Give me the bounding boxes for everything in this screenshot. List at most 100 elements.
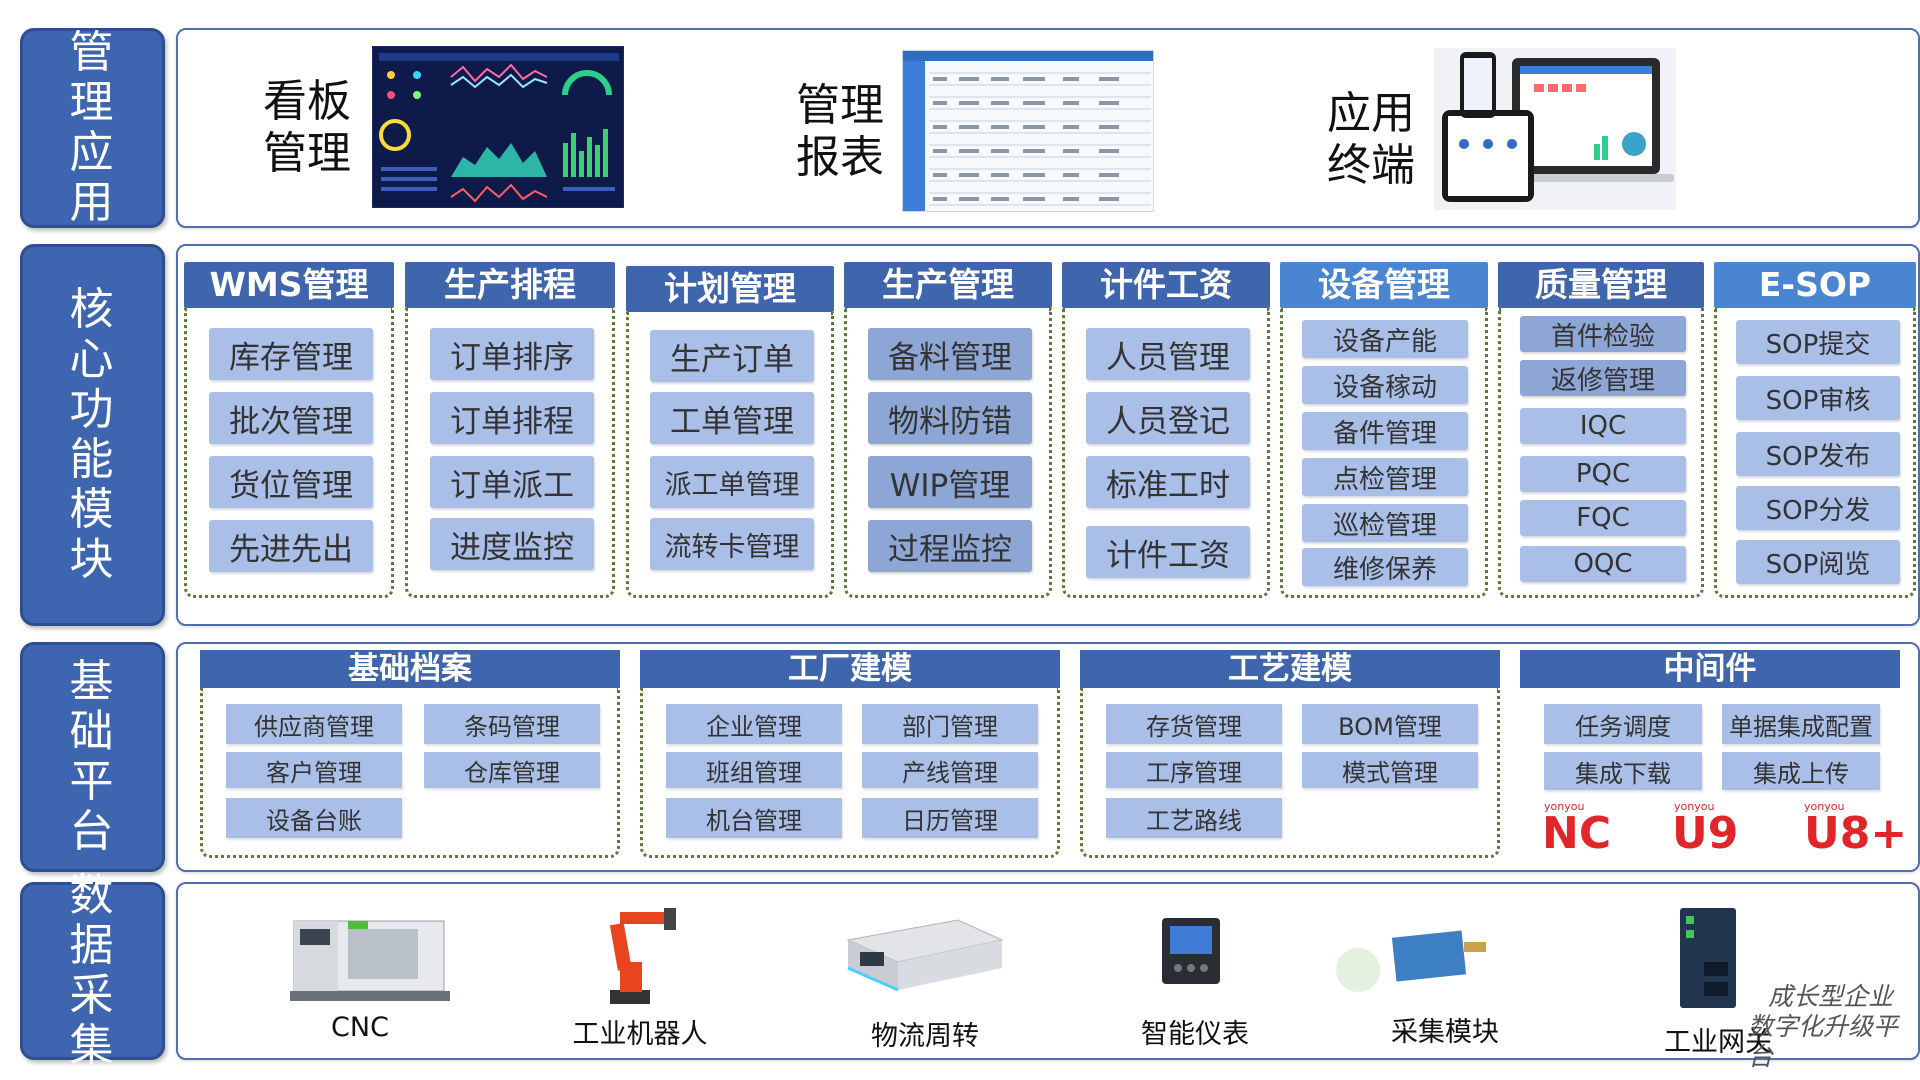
base-item[interactable]: 仓库管理	[424, 752, 600, 788]
module-item[interactable]: 订单派工	[430, 456, 594, 508]
module-header-planning: 计划管理	[626, 266, 834, 312]
base-item[interactable]: 模式管理	[1302, 752, 1478, 788]
base-header-middleware: 中间件	[1520, 650, 1900, 688]
logo-brand-nc: yonyou	[1544, 800, 1585, 813]
module-header-scheduling: 生产排程	[405, 262, 615, 308]
module-item[interactable]: 生产订单	[650, 330, 814, 382]
module-item[interactable]: WIP管理	[868, 456, 1032, 508]
module-item[interactable]: 工单管理	[650, 392, 814, 444]
module-header-equipment: 设备管理	[1280, 262, 1488, 308]
base-item[interactable]: 班组管理	[666, 752, 842, 788]
base-item[interactable]: 企业管理	[666, 704, 842, 744]
base-item[interactable]: 日历管理	[862, 798, 1038, 838]
base-item[interactable]: 集成上传	[1722, 752, 1880, 790]
base-body-process	[1080, 688, 1500, 858]
report-graphic	[903, 51, 1153, 211]
u9-logo: U9	[1672, 808, 1739, 859]
row-label-management: 管理应用	[20, 28, 165, 228]
module-item[interactable]: SOP分发	[1736, 486, 1900, 530]
base-item[interactable]: 机台管理	[666, 798, 842, 838]
dashboard-graphic	[379, 53, 619, 203]
logo-brand-u9: yonyou	[1674, 800, 1715, 813]
u8plus-logo: U8+	[1804, 808, 1908, 859]
module-item[interactable]: SOP阅览	[1736, 540, 1900, 584]
row-label-base: 基础平台	[20, 642, 165, 872]
module-item[interactable]: 物料防错	[868, 392, 1032, 444]
module-item[interactable]: SOP发布	[1736, 432, 1900, 476]
dashboard-screenshot	[372, 46, 624, 208]
base-item[interactable]: 客户管理	[226, 752, 402, 788]
module-item[interactable]: 维修保养	[1302, 548, 1468, 586]
device-label-gateway: 工业网关	[1664, 1027, 1772, 1058]
module-item[interactable]: 先进先出	[209, 520, 373, 572]
base-item[interactable]: 工序管理	[1106, 752, 1282, 788]
acquisition-module-icon	[1334, 920, 1504, 1000]
module-item[interactable]: 批次管理	[209, 392, 373, 444]
module-item[interactable]: 订单排序	[430, 328, 594, 380]
module-header-piecework: 计件工资	[1062, 262, 1270, 308]
base-item[interactable]: 存货管理	[1106, 704, 1282, 744]
base-item[interactable]: 供应商管理	[226, 704, 402, 744]
base-header-factory: 工厂建模	[640, 650, 1060, 688]
module-item[interactable]: 巡检管理	[1302, 504, 1468, 542]
base-item[interactable]: 部门管理	[862, 704, 1038, 744]
app-label-terminal: 应用终端	[1327, 88, 1415, 191]
module-item[interactable]: 人员管理	[1086, 328, 1250, 380]
module-item[interactable]: 过程监控	[868, 520, 1032, 572]
module-header-esop: E-SOP	[1714, 262, 1916, 308]
module-item[interactable]: 流转卡管理	[650, 518, 814, 570]
device-label-robot: 工业机器人	[572, 1019, 708, 1050]
base-item[interactable]: 设备台账	[226, 798, 402, 838]
base-item[interactable]: 条码管理	[424, 704, 600, 744]
terminal-devices-image	[1434, 48, 1676, 210]
base-item[interactable]: 单据集成配置	[1722, 704, 1880, 744]
module-item[interactable]: PQC	[1520, 456, 1686, 492]
base-header-process: 工艺建模	[1080, 650, 1500, 688]
industrial-robot-icon	[590, 898, 690, 1008]
module-body-quality	[1498, 308, 1704, 598]
module-item[interactable]: 备料管理	[868, 328, 1032, 380]
module-item[interactable]: SOP提交	[1736, 320, 1900, 364]
app-label-dashboard: 看板管理	[263, 76, 351, 179]
module-body-esop	[1714, 308, 1916, 598]
base-item[interactable]: 任务调度	[1544, 704, 1702, 744]
module-item[interactable]: SOP审核	[1736, 376, 1900, 420]
row-label-data: 数据采集	[20, 871, 165, 1071]
base-item[interactable]: 集成下载	[1544, 752, 1702, 790]
module-item[interactable]: 设备稼动	[1302, 366, 1468, 404]
report-screenshot	[902, 50, 1154, 212]
module-item[interactable]: 派工单管理	[650, 456, 814, 508]
module-item[interactable]: 计件工资	[1086, 526, 1250, 578]
base-item[interactable]: 产线管理	[862, 752, 1038, 788]
module-item[interactable]: IQC	[1520, 408, 1686, 444]
device-label-agv: 物流周转	[871, 1021, 979, 1052]
core-modules: WMS管理 库存管理 批次管理 货位管理 先进先出 生产排程 订单排序 订单排程…	[184, 262, 1916, 602]
module-item[interactable]: 返修管理	[1520, 360, 1686, 396]
module-item[interactable]: 进度监控	[430, 518, 594, 570]
module-item[interactable]: 点检管理	[1302, 458, 1468, 496]
nc-logo: NC	[1542, 808, 1612, 859]
base-body-factory	[640, 688, 1060, 858]
module-item[interactable]: 库存管理	[209, 328, 373, 380]
app-label-report: 管理报表	[796, 80, 884, 183]
agv-icon	[838, 910, 1008, 1000]
smart-meter-icon	[1156, 914, 1226, 990]
module-item[interactable]: FQC	[1520, 500, 1686, 536]
module-item[interactable]: 订单排程	[430, 392, 594, 444]
module-body-wms	[184, 308, 394, 598]
watermark-slogan-line2: 数字化升级平台	[1748, 1012, 1899, 1071]
module-item[interactable]: OQC	[1520, 546, 1686, 582]
module-item[interactable]: 备件管理	[1302, 412, 1468, 450]
cnc-icon	[290, 905, 450, 1005]
device-label-cnc: CNC	[331, 1012, 389, 1043]
base-item[interactable]: BOM管理	[1302, 704, 1478, 744]
module-item[interactable]: 设备产能	[1302, 320, 1468, 358]
module-item[interactable]: 货位管理	[209, 456, 373, 508]
module-body-production	[844, 308, 1052, 598]
module-item[interactable]: 首件检验	[1520, 316, 1686, 352]
module-item[interactable]: 标准工时	[1086, 456, 1250, 508]
base-platform: 基础档案 供应商管理 条码管理 客户管理 仓库管理 设备台账 工厂建模 企业管理…	[196, 650, 1908, 864]
base-item[interactable]: 工艺路线	[1106, 798, 1282, 838]
module-item[interactable]: 人员登记	[1086, 392, 1250, 444]
device-label-meter: 智能仪表	[1141, 1019, 1249, 1050]
